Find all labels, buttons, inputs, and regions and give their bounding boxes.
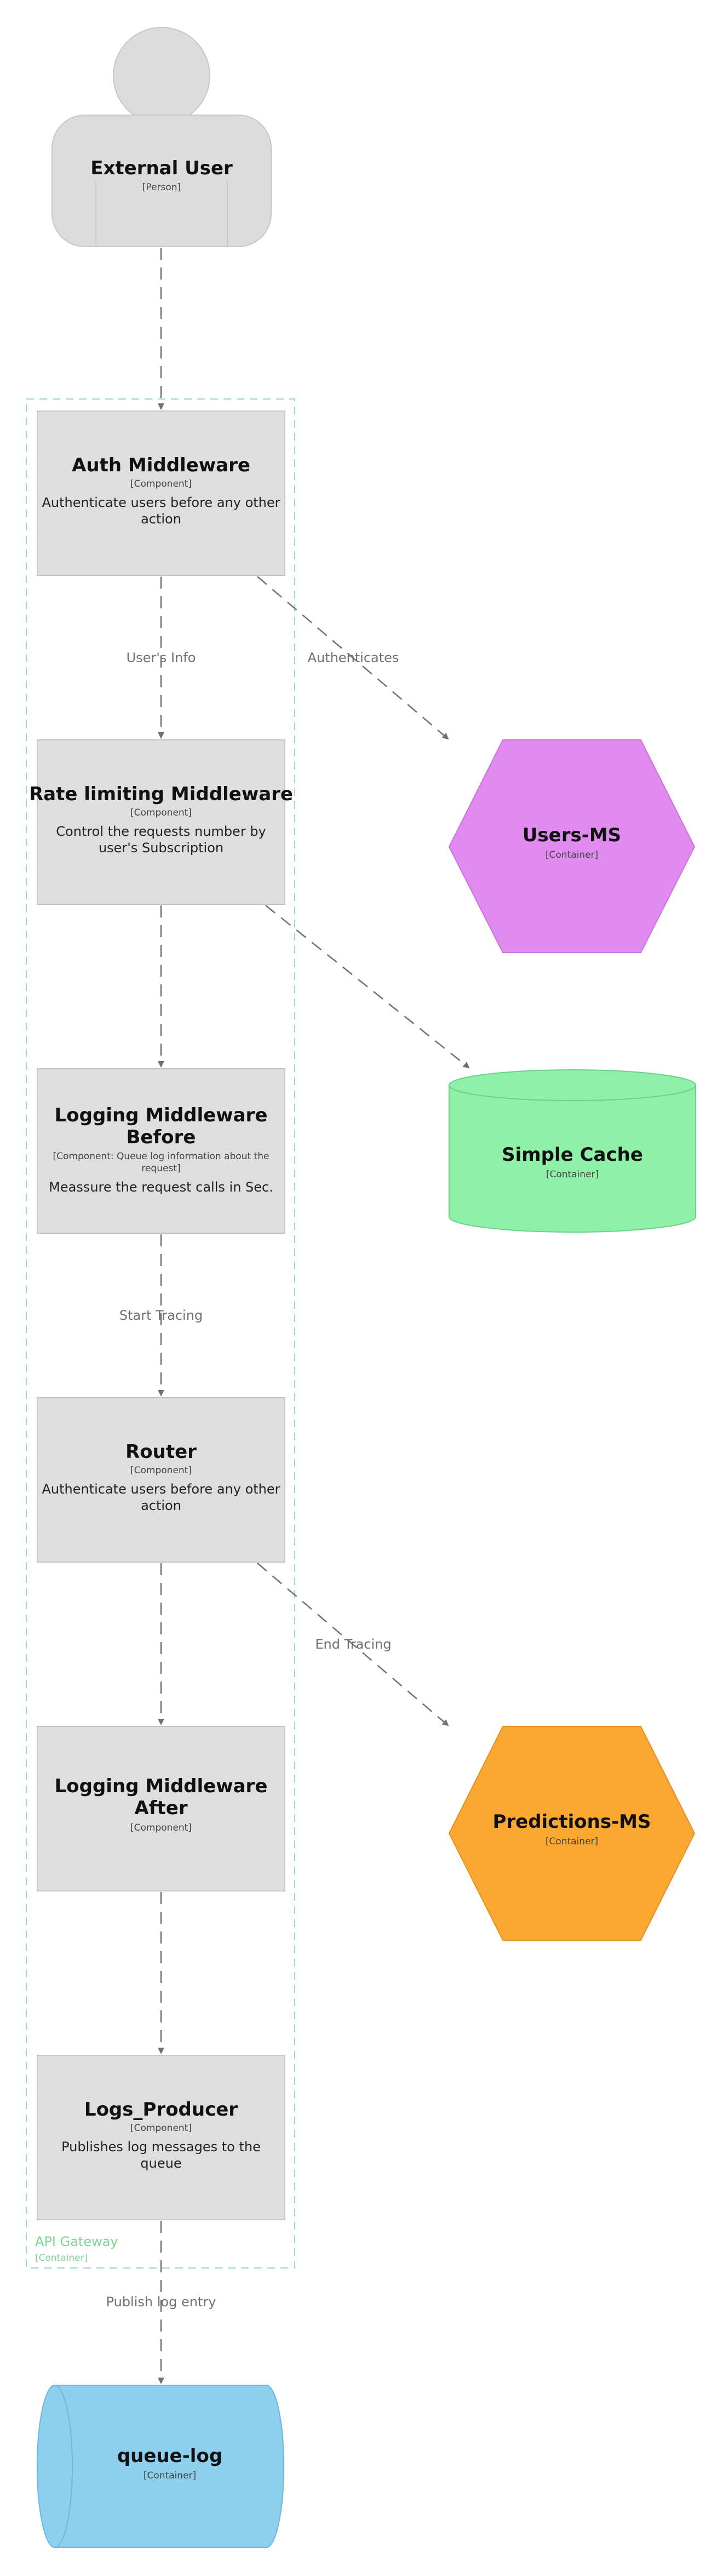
node-tag: [Container] bbox=[546, 1836, 598, 1847]
node-description: action bbox=[141, 511, 181, 527]
node-description: Meassure the request calls in Sec. bbox=[49, 1179, 273, 1195]
node-title: queue-log bbox=[117, 2445, 222, 2467]
boundary-label: API Gateway bbox=[35, 2234, 118, 2249]
node-tag: [Component: Queue log information about … bbox=[53, 1151, 269, 1162]
component-rate-limiting-middleware[interactable]: Rate limiting Middleware [Component] Con… bbox=[29, 739, 293, 905]
edge-label-start-tracing: Start Tracing bbox=[119, 1308, 203, 1323]
node-description: queue bbox=[140, 2156, 181, 2171]
edge-label-publish-log-entry: Publish log entry bbox=[106, 2294, 216, 2310]
node-tag: [Container] bbox=[144, 2470, 196, 2481]
node-description: Authenticate users before any other bbox=[42, 495, 280, 510]
node-title: Router bbox=[125, 1441, 197, 1463]
node-tag: [Component] bbox=[130, 807, 192, 818]
api-gateway-boundary: API Gateway [Container] bbox=[26, 398, 295, 2269]
external-user-node[interactable]: External User [Person] bbox=[51, 27, 272, 247]
component-router[interactable]: Router [Component] Authenticate users be… bbox=[37, 1397, 285, 1563]
node-tag: [Container] bbox=[546, 850, 598, 860]
edge-label-authenticates: Authenticates bbox=[308, 650, 399, 665]
node-title: Simple Cache bbox=[502, 1144, 643, 1166]
component-auth-middleware[interactable]: Auth Middleware [Component] Authenticate… bbox=[37, 411, 285, 576]
component-logging-middleware-before[interactable]: Logging Middleware Before [Component: Qu… bbox=[37, 1068, 285, 1234]
edges bbox=[158, 248, 470, 2384]
container-predictions-ms[interactable]: Predictions-MS [Container] bbox=[448, 1726, 696, 1941]
container-users-ms[interactable]: Users-MS [Container] bbox=[448, 739, 696, 953]
edge-label-users-info: User's Info bbox=[127, 650, 196, 665]
node-title: Rate limiting Middleware bbox=[29, 783, 293, 805]
node-title: Logging Middleware bbox=[55, 1104, 268, 1126]
node-tag: [Component] bbox=[130, 1822, 192, 1833]
node-description: user's Subscription bbox=[99, 840, 223, 856]
boundary-tag: [Container] bbox=[35, 2253, 88, 2264]
node-title: Logs_Producer bbox=[84, 2099, 238, 2121]
node-title: Users-MS bbox=[523, 824, 621, 846]
container-queue-log[interactable]: queue-log [Container] bbox=[37, 2385, 284, 2548]
node-tag: [Component] bbox=[130, 2123, 192, 2134]
edge-router-to-predictions bbox=[257, 1563, 449, 1726]
node-description: Control the requests number by bbox=[56, 824, 266, 839]
node-title: Before bbox=[127, 1126, 196, 1148]
node-tag: [Container] bbox=[546, 1169, 599, 1180]
node-tag: [Component] bbox=[130, 1465, 192, 1476]
component-logs-producer[interactable]: Logs_Producer [Component] Publishes log … bbox=[37, 2055, 285, 2220]
edge-rate-to-cache bbox=[265, 905, 470, 1069]
node-description: Publishes log messages to the bbox=[61, 2139, 261, 2155]
node-title: After bbox=[134, 1797, 187, 1819]
edge-auth-to-users bbox=[257, 576, 449, 740]
node-title: Logging Middleware bbox=[55, 1775, 268, 1797]
node-title: Predictions-MS bbox=[492, 1811, 651, 1833]
container-simple-cache[interactable]: Simple Cache [Container] bbox=[449, 1069, 696, 1233]
node-description: action bbox=[141, 1498, 181, 1513]
component-logging-middleware-after[interactable]: Logging Middleware After [Component] bbox=[37, 1726, 285, 1891]
node-title: Auth Middleware bbox=[72, 454, 250, 476]
node-title: External User bbox=[90, 157, 233, 179]
node-tag: [Component] bbox=[130, 478, 192, 489]
node-tag: [Person] bbox=[142, 182, 181, 193]
node-description: Authenticate users before any other bbox=[42, 1481, 280, 1497]
person-icon bbox=[51, 27, 272, 247]
edge-label-end-tracing: End Tracing bbox=[315, 1637, 391, 1652]
node-tag: request] bbox=[141, 1163, 180, 1174]
